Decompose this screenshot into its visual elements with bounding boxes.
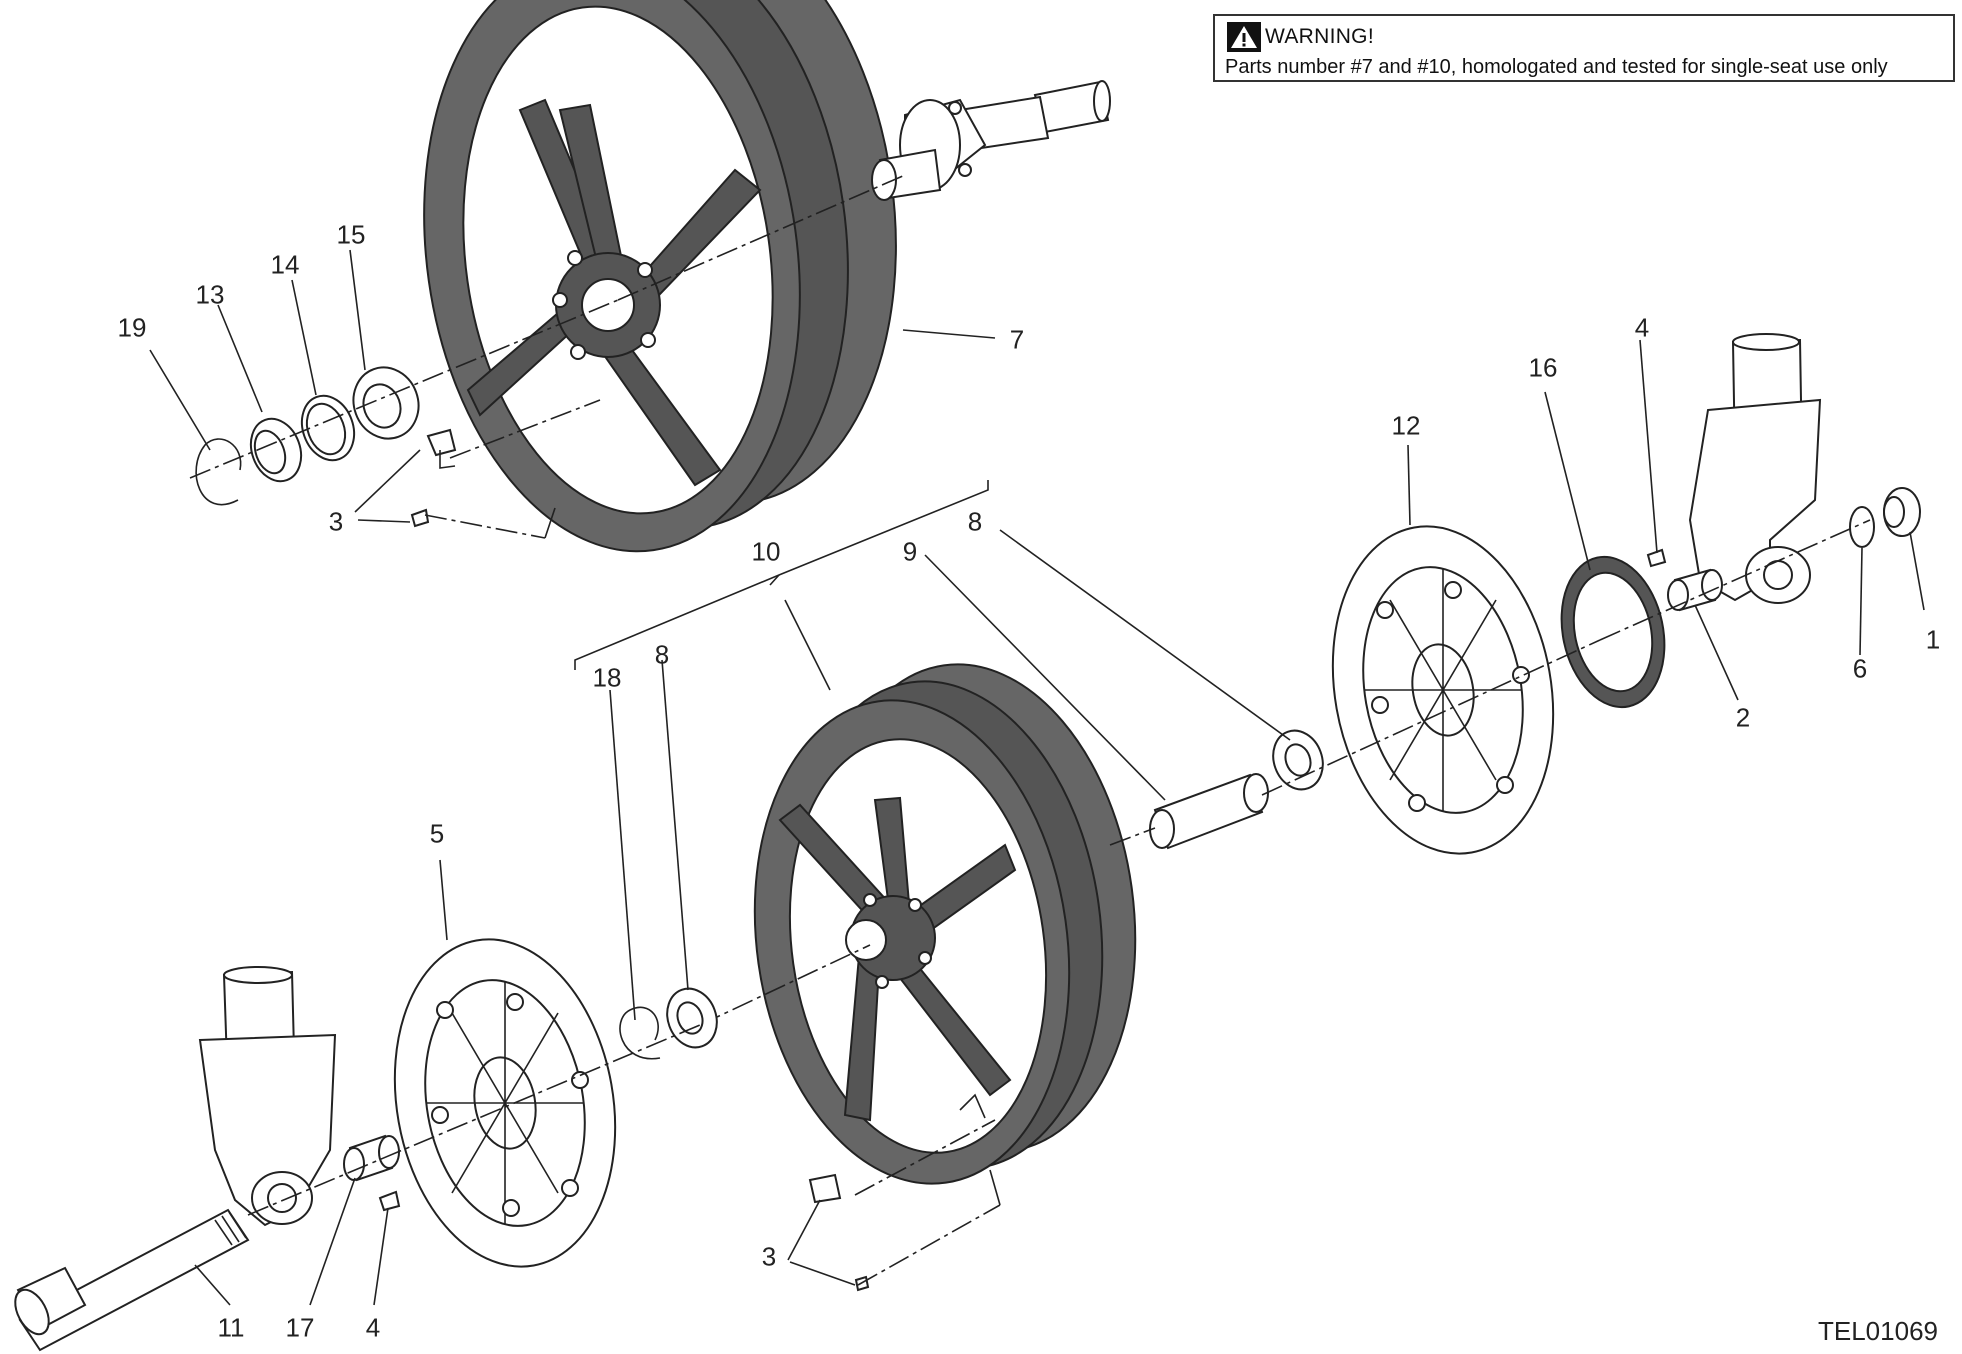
callout-6: 6 xyxy=(1852,653,1868,684)
callout-15: 15 xyxy=(336,219,366,250)
left-fork-leg xyxy=(198,966,337,1227)
circlip-18 xyxy=(619,1006,661,1060)
front-wheel xyxy=(753,663,1137,1185)
rear-circlip-19 xyxy=(195,438,242,506)
warning-triangle-icon xyxy=(1227,22,1261,52)
callout-3-front: 3 xyxy=(761,1241,777,1272)
bearing-8-left xyxy=(666,987,718,1049)
rear-seal-15 xyxy=(352,366,420,440)
right-fork-leg xyxy=(1688,333,1822,604)
callout-2: 2 xyxy=(1735,702,1751,733)
callout-4-right: 4 xyxy=(1634,312,1650,343)
warning-title: WARNING! xyxy=(1265,25,1374,48)
callout-16: 16 xyxy=(1528,352,1558,383)
rear-wheel xyxy=(423,0,897,553)
callout-7: 7 xyxy=(1009,324,1025,355)
warning-box: WARNING! Parts number #7 and #10, homolo… xyxy=(1213,14,1955,82)
callout-8-right: 8 xyxy=(967,506,983,537)
spacer-9 xyxy=(1149,773,1269,850)
callout-12: 12 xyxy=(1391,410,1421,441)
warning-title-row: WARNING! xyxy=(1227,22,1374,52)
callout-17: 17 xyxy=(285,1312,315,1343)
callout-10: 10 xyxy=(751,536,781,567)
drawing-code: TEL01069 xyxy=(1818,1316,1938,1346)
rear-ring-14 xyxy=(300,394,356,462)
warning-text: Parts number #7 and #10, homologated and… xyxy=(1225,56,1888,78)
callout-3-rear: 3 xyxy=(328,506,344,537)
callout-5: 5 xyxy=(429,818,445,849)
rear-nut-13 xyxy=(249,417,303,483)
bearing-8-right xyxy=(1272,729,1324,791)
callout-19: 19 xyxy=(117,312,147,343)
callout-18: 18 xyxy=(592,662,622,693)
abs-tone-ring-16 xyxy=(1560,555,1666,709)
rear-hub-shaft xyxy=(871,80,1111,201)
bolt-4-left xyxy=(378,1190,401,1212)
callout-14: 14 xyxy=(270,249,300,280)
callout-4-left: 4 xyxy=(365,1312,381,1343)
rear-valve-3 xyxy=(410,428,457,528)
callout-11: 11 xyxy=(217,1312,245,1343)
brake-disc-12 xyxy=(1331,525,1555,855)
ring-6 xyxy=(1849,506,1875,548)
callout-9: 9 xyxy=(902,536,918,567)
callout-8-left: 8 xyxy=(654,639,670,670)
front-axle-11 xyxy=(14,1208,250,1352)
callout-13: 13 xyxy=(195,279,225,310)
brake-disc-5 xyxy=(393,938,617,1268)
axle-nut-1 xyxy=(1883,487,1921,537)
callout-1: 1 xyxy=(1925,624,1941,655)
spacer-17 xyxy=(343,1134,400,1182)
